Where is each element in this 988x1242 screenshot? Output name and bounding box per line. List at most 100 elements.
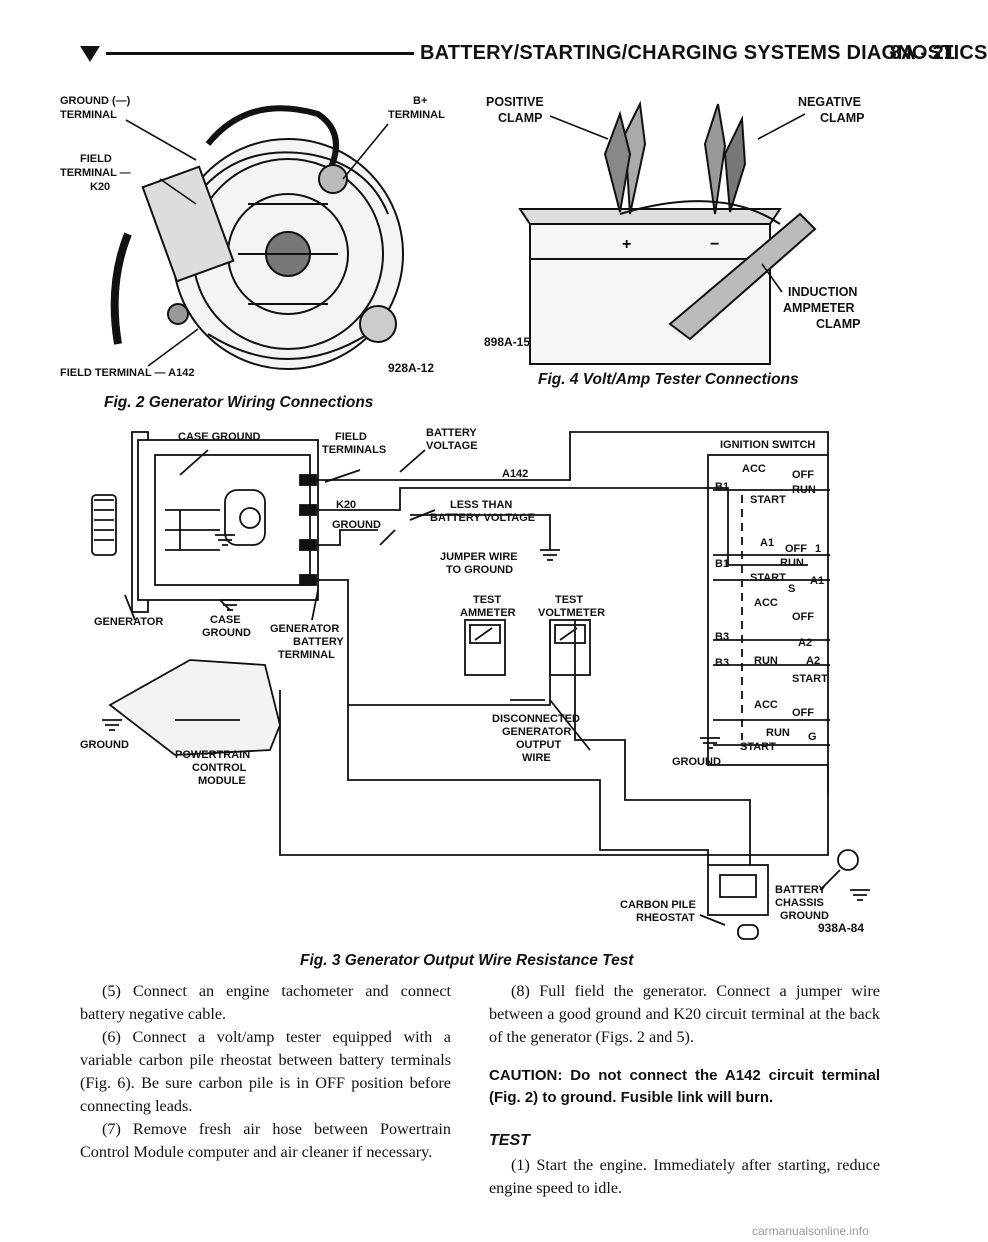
page-number: 8A - 21 <box>890 42 955 64</box>
switch-label-b1: B1 <box>715 481 729 493</box>
step-7: (7) Remove fresh air hose between Powert… <box>80 1120 451 1161</box>
switch-label-start: START <box>740 741 776 753</box>
switch-label-acc: ACC <box>742 463 766 475</box>
fig3-label-test-ammeter-b: AMMETER <box>460 607 516 619</box>
fig4-label-neg-a: NEGATIVE <box>798 95 861 109</box>
step-6: (6) Connect a volt/amp tester equipped w… <box>80 1028 451 1115</box>
fig3-label-gen-batt-c: TERMINAL <box>278 649 335 661</box>
fig2-caption: Fig. 2 Generator Wiring Connections <box>104 394 374 411</box>
fig3-label-battery: BATTERY <box>775 884 826 896</box>
switch-label-s: S <box>788 583 795 595</box>
switch-label-g: G <box>808 731 817 743</box>
watermark: carmanualsonline.info <box>752 1224 869 1238</box>
fig3-label-test-voltmeter-a: TEST <box>555 594 583 606</box>
switch-label-b3: B3 <box>715 657 729 669</box>
fig3-label-less-than-a: LESS THAN <box>450 499 512 511</box>
fig3-code: 938A-84 <box>818 921 864 935</box>
caution-note: CAUTION: Do not connect the A142 circuit… <box>489 1067 880 1106</box>
fig3-label-a142: A142 <box>502 468 528 480</box>
fig4-label-ind-a: INDUCTION <box>788 285 857 299</box>
fig2-label-field-c: K20 <box>90 181 110 193</box>
fig3-label-case-ground2-a: CASE <box>210 614 241 626</box>
fig3-label-pcm-c: MODULE <box>198 775 246 787</box>
switch-label-b3: B3 <box>715 631 729 643</box>
fig3-label-disconnected-a: DISCONNECTED <box>492 713 580 725</box>
fig4-label-pos-a: POSITIVE <box>486 95 544 109</box>
fig3-wiring-diagram: CASE GROUND FIELD TERMINALS BATTERY VOLT… <box>80 427 870 940</box>
switch-label-off: OFF <box>792 469 814 481</box>
fig3-label-jumper-a: JUMPER WIRE <box>440 551 518 563</box>
step-5: (5) Connect an engine tachometer and con… <box>80 982 451 1023</box>
body-right-column: (8) Full field the generator. Connect a … <box>489 980 880 1200</box>
fig3-label-field-terminals-a: FIELD <box>335 431 367 443</box>
fig2-label-bplus-b: TERMINAL <box>388 109 445 121</box>
fig4-label-pos-b: CLAMP <box>498 111 542 125</box>
fig3-label-disconnected-d: WIRE <box>522 752 551 764</box>
fig3-label-carbon-a: CARBON PILE <box>620 899 696 911</box>
header-title: BATTERY/STARTING/CHARGING SYSTEMS DIAGNO… <box>420 42 988 64</box>
section-heading-test: TEST <box>489 1132 530 1149</box>
switch-label-run: RUN <box>766 727 790 739</box>
minus-sign-icon: − <box>710 236 719 253</box>
switch-label-run: RUN <box>780 557 804 569</box>
fig3-label-test-ammeter-a: TEST <box>473 594 501 606</box>
fig3-label-case-ground2-b: GROUND <box>202 627 251 639</box>
switch-label-a2: A2 <box>806 655 820 667</box>
fig2-label-field-b: TERMINAL — <box>60 167 131 179</box>
fig2-label-bplus-a: B+ <box>413 95 427 107</box>
fig3-label-ground-sw: GROUND <box>672 756 721 768</box>
fig3-label-disconnected-c: OUTPUT <box>516 739 562 751</box>
switch-label-start: START <box>792 673 828 685</box>
fig2-label-field-a: FIELD <box>80 153 112 165</box>
step-8: (8) Full field the generator. Connect a … <box>489 982 880 1046</box>
test-step-1: (1) Start the engine. Immediately after … <box>489 1156 880 1197</box>
switch-label-run: RUN <box>754 655 778 667</box>
switch-label-off: OFF <box>792 611 814 623</box>
fig3-label-battery-voltage-a: BATTERY <box>426 427 477 439</box>
body-left-column: (5) Connect an engine tachometer and con… <box>80 980 451 1164</box>
plus-sign-icon: + <box>622 236 631 253</box>
header-rule <box>106 52 414 55</box>
fig3-label-pcm-b: CONTROL <box>192 762 247 774</box>
fig3-label-case-ground: CASE GROUND <box>178 431 261 443</box>
fig3-label-less-than-b: BATTERY VOLTAGE <box>430 512 535 524</box>
fig3-label-ignition-switch: IGNITION SWITCH <box>720 439 815 451</box>
fig3-caption: Fig. 3 Generator Output Wire Resistance … <box>300 952 634 969</box>
switch-label-off: OFF <box>792 707 814 719</box>
fig4-tester-illustration: + − POSITIVE CLAMP NEGATIVE CLAMP INDUCT… <box>484 95 864 365</box>
fig2-label-field-bottom: FIELD TERMINAL — A142 <box>60 367 194 379</box>
fig3-label-carbon-b: RHEOSTAT <box>636 912 695 924</box>
page-header: BATTERY/STARTING/CHARGING SYSTEMS DIAGNO… <box>80 38 987 70</box>
fig4-code: 898A-15 <box>484 335 530 349</box>
fig3-label-field-terminals-b: TERMINALS <box>322 444 386 456</box>
switch-label-one: 1 <box>815 543 821 555</box>
switch-label-a2: A2 <box>798 637 812 649</box>
fig3-label-battery-voltage-b: VOLTAGE <box>426 440 478 452</box>
fig2-label-ground-a: GROUND (—) <box>60 95 131 107</box>
fig3-label-pcm-a: POWERTRAIN <box>175 749 250 761</box>
fig2-label-ground-b: TERMINAL <box>60 109 117 121</box>
fig3-label-chassis-a: CHASSIS <box>775 897 824 909</box>
fig3-label-disconnected-b: GENERATOR <box>502 726 571 738</box>
switch-label-start: START <box>750 494 786 506</box>
fig2-generator-illustration: GROUND (—) TERMINAL B+ TERMINAL FIELD TE… <box>60 95 445 379</box>
switch-label-b1: B1 <box>715 558 729 570</box>
switch-label-off: OFF <box>785 543 807 555</box>
switch-label-a1: A1 <box>810 575 824 587</box>
fig4-label-neg-b: CLAMP <box>820 111 864 125</box>
fig3-label-gen-batt-b: BATTERY <box>293 636 344 648</box>
fig2-code: 928A-12 <box>388 361 434 375</box>
fig3-label-gen-batt-a: GENERATOR <box>270 623 339 635</box>
switch-label-start: START <box>750 572 786 584</box>
fig3-label-chassis-b: GROUND <box>780 910 829 922</box>
fig3-label-generator: GENERATOR <box>94 616 163 628</box>
switch-label-acc: ACC <box>754 597 778 609</box>
fig3-label-k20: K20 <box>336 499 356 511</box>
switch-label-acc: ACC <box>754 699 778 711</box>
fig3-label-ground-left: GROUND <box>80 739 129 751</box>
triangle-icon <box>80 46 100 62</box>
fig3-label-ground: GROUND <box>332 519 381 531</box>
fig3-label-jumper-b: TO GROUND <box>446 564 513 576</box>
fig4-label-ind-c: CLAMP <box>816 317 860 331</box>
switch-label-run: RUN <box>792 484 816 496</box>
